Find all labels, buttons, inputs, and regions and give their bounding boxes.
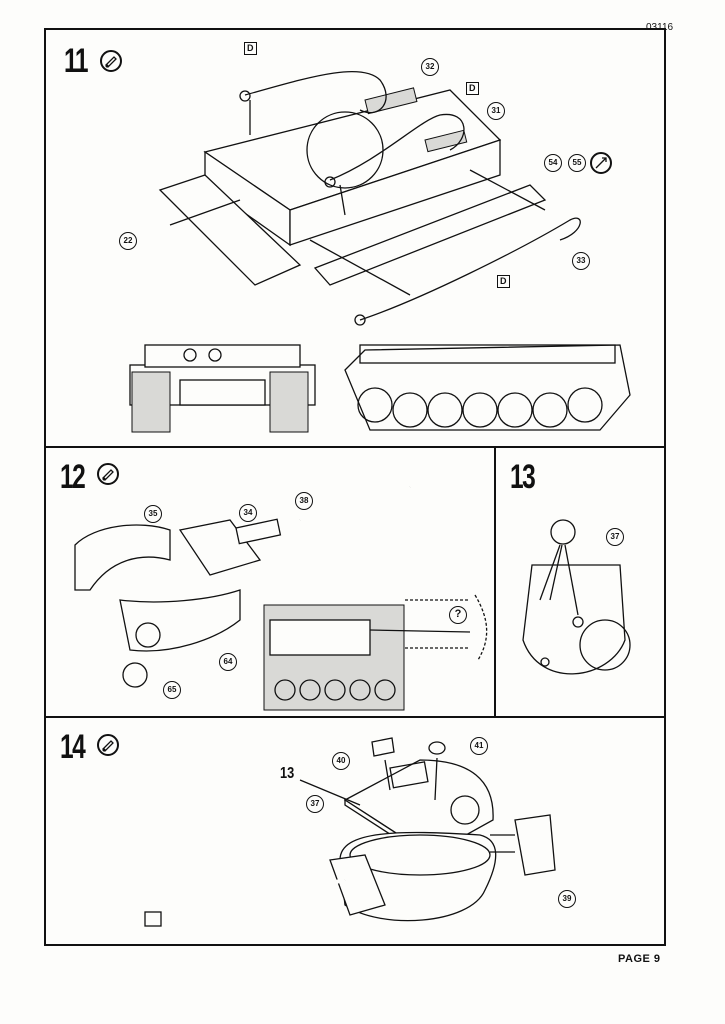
glue-tube-icon (97, 734, 119, 756)
part-callout: 31 (487, 102, 505, 120)
part-callout: 37 (306, 795, 324, 813)
part-callout: 34 (239, 504, 257, 522)
part-callout: 65 (163, 681, 181, 699)
decal-tag: D (244, 42, 257, 55)
part-callout: 64 (219, 653, 237, 671)
decal-tag: D (466, 82, 479, 95)
decal-tag: D (497, 275, 510, 288)
part-callout: 33 (572, 252, 590, 270)
road-wheels (357, 387, 603, 428)
part-callout: 32 (421, 58, 439, 76)
file-tool-icon (590, 152, 612, 174)
part-callout: 40 (332, 752, 350, 770)
sub-assembly-label: 13 (280, 765, 295, 782)
part-callout: 37 (606, 528, 624, 546)
part-callout: 55 (568, 154, 586, 172)
step-14-panel (44, 716, 666, 946)
page-number: PAGE 9 (618, 953, 661, 965)
glue-tube-icon (100, 50, 122, 72)
step-13-number: 13 (510, 458, 536, 496)
part-callout: 35 (144, 505, 162, 523)
part-callout: 54 (544, 154, 562, 172)
document-code: 03116 (646, 22, 674, 33)
part-callout: 38 (295, 492, 313, 510)
part-callout: 41 (470, 737, 488, 755)
question-mark-icon: ? (449, 606, 467, 624)
part-callout: 22 (119, 232, 137, 250)
glue-tube-icon (97, 463, 119, 485)
step-11-number: 11 (64, 42, 88, 80)
step-12-number: 12 (60, 458, 86, 496)
part-callout: 39 (558, 890, 576, 908)
step-14-number: 14 (60, 728, 86, 766)
